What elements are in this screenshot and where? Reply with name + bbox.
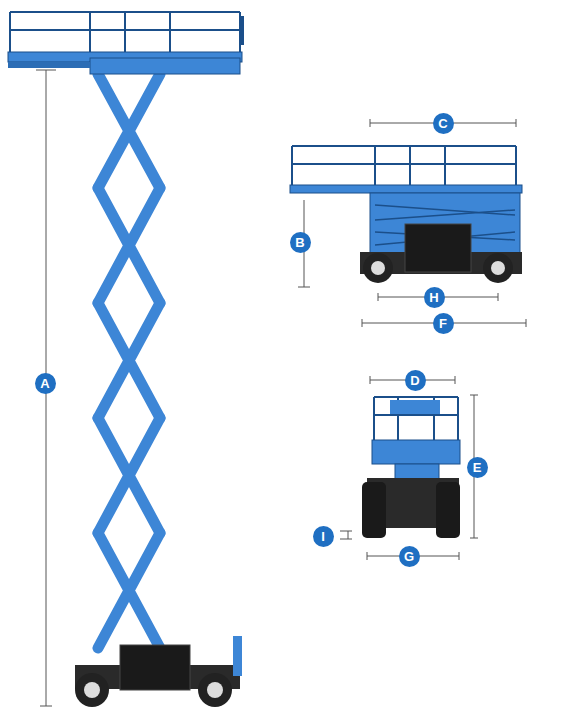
callout-letter: H <box>429 291 438 304</box>
callout-badge: D <box>405 370 426 391</box>
callout-letter: G <box>404 550 414 563</box>
callout-badge: F <box>433 313 454 334</box>
scissor-arm <box>98 74 160 188</box>
callout-badge: B <box>290 232 311 253</box>
callout-badge: I <box>313 526 334 547</box>
scissor-arm <box>98 533 160 648</box>
callout-badge: C <box>433 113 454 134</box>
callout-letter: F <box>439 317 447 330</box>
callout-badge: H <box>424 287 445 308</box>
callout-letter: C <box>438 117 447 130</box>
scissor-arm <box>98 303 160 418</box>
callout-letter: D <box>410 374 419 387</box>
callout-letter: I <box>321 530 325 543</box>
callout-letter: A <box>40 377 49 390</box>
callout-badge: E <box>467 457 488 478</box>
callout-badge: A <box>35 373 56 394</box>
callout-badge: G <box>399 546 420 567</box>
callout-letter: E <box>473 461 482 474</box>
scissor-arm <box>98 188 160 303</box>
scissor-arm <box>98 418 160 533</box>
callout-letter: B <box>295 236 304 249</box>
